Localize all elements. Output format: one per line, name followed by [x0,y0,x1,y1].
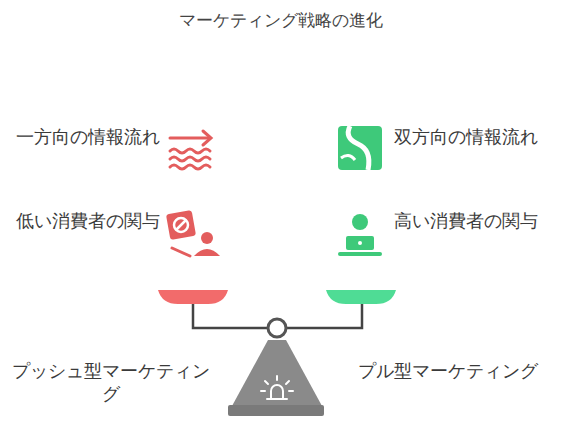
two-way-flow-icon [338,126,382,170]
scale-base [232,340,322,406]
pull-feature-label: 双方向の情報流れ [394,126,554,149]
diagram-title: マーケティング戦略の進化 [81,10,481,31]
push-feature-label: 一方向の情報流れ [8,126,160,149]
alarm-icon [261,376,293,399]
right-pan [326,290,396,304]
high-engagement-icon [338,214,382,256]
one-way-flow-icon [170,131,211,169]
low-engagement-icon [166,210,220,256]
push-strategy-label: プッシュ型マーケティング [6,360,216,405]
pull-feature-label: 高い消費者の関与 [394,210,554,233]
left-pan [158,290,228,304]
pull-strategy-label: プル型マーケティング [340,360,556,383]
pivot [268,319,286,337]
push-feature-label: 低い消費者の関与 [8,210,160,233]
scale-foot [228,405,324,416]
